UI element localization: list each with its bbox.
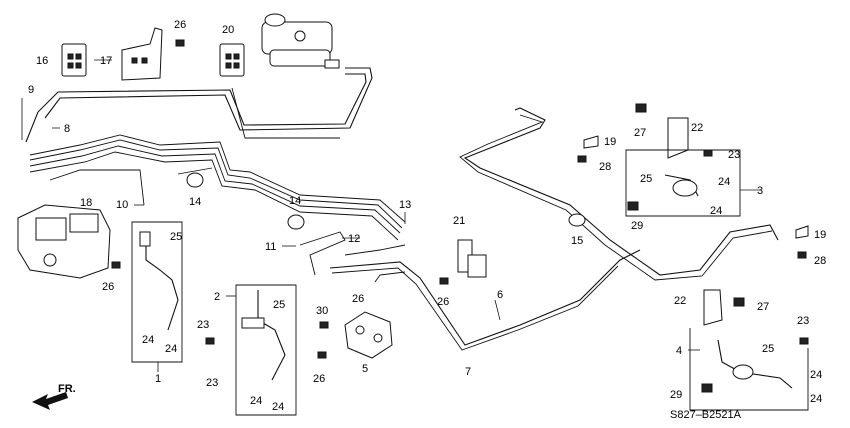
hose-group-4	[689, 328, 809, 411]
upper-pipe-bundle	[25, 67, 406, 241]
callout-6: 6	[497, 289, 503, 301]
callout-19a: 19	[604, 136, 616, 148]
bolts	[111, 39, 809, 393]
callout-28a: 28	[599, 161, 611, 173]
callouts: 1 2 3 4 5 6 7 8 9 10 11 12 13 14 14 15 1…	[28, 19, 826, 413]
callout-23b: 23	[206, 377, 218, 389]
callout-24d: 24	[272, 401, 284, 413]
callout-10: 10	[116, 199, 128, 211]
clip-16	[61, 43, 87, 77]
callout-26b: 26	[102, 281, 114, 293]
clip-19	[583, 135, 809, 239]
callout-7: 7	[465, 366, 471, 378]
callout-13: 13	[399, 199, 411, 211]
three-way-joint	[457, 239, 487, 278]
callout-15: 15	[571, 235, 583, 247]
callout-23a: 23	[197, 319, 209, 331]
callout-27a: 27	[634, 127, 646, 139]
bracket-22	[667, 117, 723, 326]
callout-25a: 25	[170, 231, 182, 243]
callout-22b: 22	[674, 295, 686, 307]
callout-14a: 14	[189, 196, 201, 208]
callout-26d: 26	[313, 373, 325, 385]
callout-23d: 23	[797, 315, 809, 327]
callout-28b: 28	[814, 255, 826, 267]
callout-2: 2	[214, 291, 220, 303]
callout-17: 17	[100, 55, 112, 67]
callout-21: 21	[453, 215, 465, 227]
callout-24b: 24	[165, 343, 177, 355]
callout-25b: 25	[273, 299, 285, 311]
rear-pipe-run	[329, 107, 779, 351]
callout-24f: 24	[710, 205, 722, 217]
callout-24e: 24	[718, 176, 730, 188]
clip-15	[568, 213, 586, 227]
callout-19b: 19	[814, 229, 826, 241]
abs-modulator	[17, 204, 111, 279]
callout-24g: 24	[810, 369, 822, 381]
callout-4: 4	[676, 345, 682, 357]
grommet-14	[186, 172, 305, 230]
callout-22a: 22	[691, 122, 703, 134]
callout-27b: 27	[757, 301, 769, 313]
hose-group-3	[625, 149, 741, 217]
callout-1: 1	[155, 373, 161, 385]
clip-20	[219, 43, 245, 77]
callout-5: 5	[362, 363, 368, 375]
callout-18: 18	[80, 197, 92, 209]
pipe-11-12	[299, 231, 406, 276]
callout-29a: 29	[631, 220, 643, 232]
callout-25c: 25	[640, 173, 652, 185]
callout-26a: 26	[174, 19, 186, 31]
callout-3: 3	[757, 185, 763, 197]
master-cylinder	[261, 13, 340, 69]
callout-26e: 26	[352, 293, 364, 305]
proportioning-valve	[344, 311, 393, 359]
callout-9: 9	[28, 84, 34, 96]
callout-24h: 24	[810, 393, 822, 405]
callout-14b: 14	[289, 195, 301, 207]
front-direction-label: FR.	[58, 383, 76, 395]
callout-25d: 25	[762, 343, 774, 355]
callout-8: 8	[64, 123, 70, 135]
callout-29b: 29	[670, 389, 682, 401]
leader-lines	[21, 59, 760, 372]
callout-11: 11	[265, 241, 276, 253]
callout-12: 12	[348, 233, 360, 245]
callout-23c: 23	[728, 149, 740, 161]
callout-20: 20	[222, 24, 234, 36]
clip-17	[121, 27, 163, 81]
callout-30: 30	[316, 305, 328, 317]
callout-16: 16	[36, 55, 48, 67]
hose-group-1	[131, 221, 183, 363]
hose-group-2	[235, 284, 297, 416]
callout-24c: 24	[250, 395, 262, 407]
callout-26c: 26	[437, 296, 449, 308]
diagram-code: S827–B2521A	[670, 409, 742, 421]
front-direction-arrow: FR.	[32, 383, 76, 410]
callout-24a: 24	[142, 334, 154, 346]
